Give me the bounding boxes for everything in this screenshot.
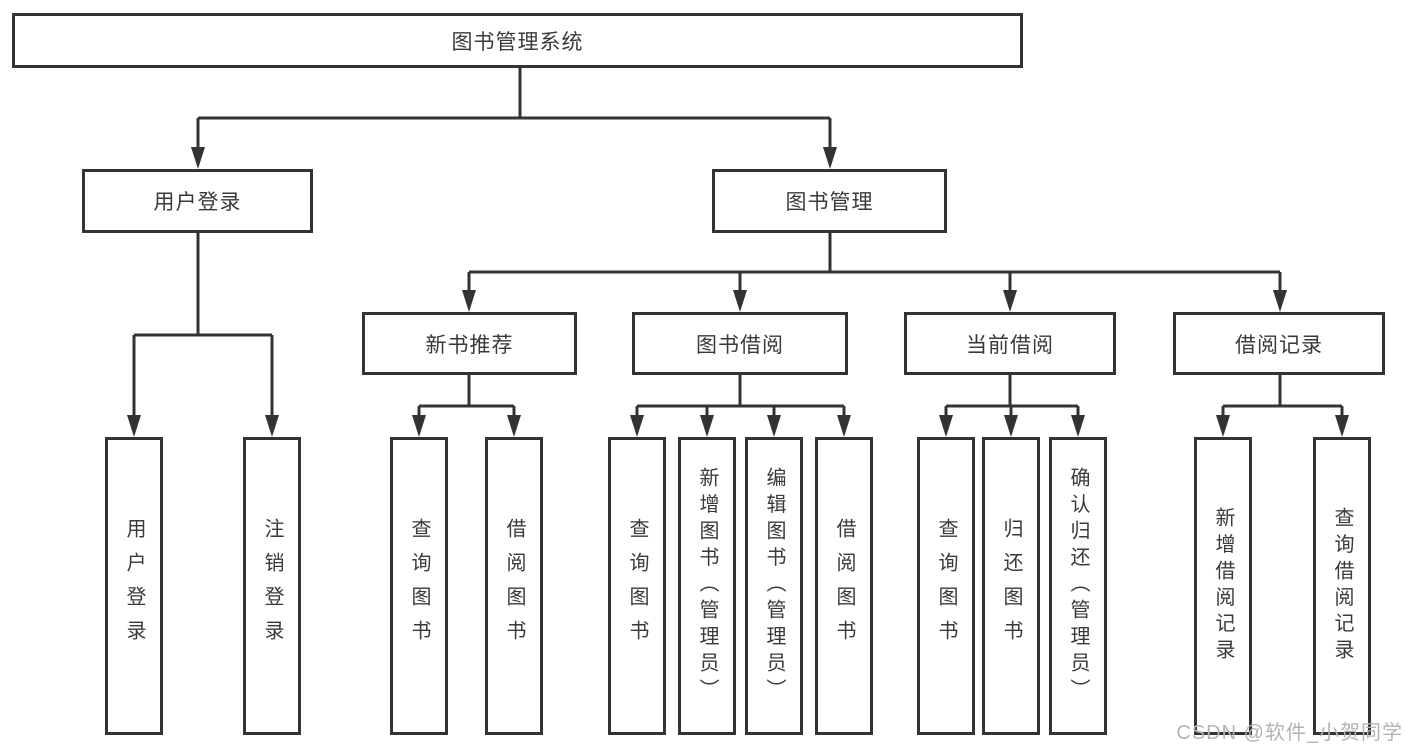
node-label: 借阅记录 bbox=[1235, 333, 1323, 357]
leaf-label: 借阅图书 bbox=[833, 518, 855, 654]
leaf-edit-books-admin: 编辑图书（管理员） bbox=[745, 437, 803, 735]
node-book-management-branch: 图书管理 bbox=[712, 169, 947, 233]
leaf-label: 查询图书 bbox=[626, 518, 648, 654]
connector-borrow-records-to-leaves bbox=[1216, 375, 1349, 437]
leaf-label: 新增图书（管理员） bbox=[696, 467, 718, 705]
node-user-login-branch: 用户登录 bbox=[82, 169, 313, 233]
node-current-borrow: 当前借阅 bbox=[904, 312, 1116, 375]
node-label: 用户登录 bbox=[153, 191, 242, 214]
node-root-book-management-system: 图书管理系统 bbox=[12, 13, 1023, 68]
leaf-label: 查询图书 bbox=[935, 518, 957, 654]
leaf-label: 用户登录 bbox=[123, 518, 145, 654]
leaf-query-books-recommend: 查询图书 bbox=[390, 437, 448, 735]
leaf-label: 借阅图书 bbox=[503, 518, 525, 654]
csdn-watermark: CSDN @软件_小贺同学 bbox=[1176, 722, 1403, 744]
leaf-borrow-books-recommend: 借阅图书 bbox=[485, 437, 543, 735]
leaf-label: 查询图书 bbox=[408, 518, 430, 654]
connector-user-login-to-leaves bbox=[127, 233, 279, 437]
leaf-query-books-current: 查询图书 bbox=[917, 437, 975, 735]
leaf-label: 新增借阅记录 bbox=[1212, 506, 1234, 666]
leaf-label: 编辑图书（管理员） bbox=[763, 467, 785, 705]
connector-new-book-recommend-to-leaves bbox=[412, 375, 521, 437]
leaf-label: 注销登录 bbox=[261, 518, 283, 654]
leaf-label: 归还图书 bbox=[1000, 518, 1022, 654]
leaf-borrow-books: 借阅图书 bbox=[815, 437, 873, 735]
connector-book-management-to-level3 bbox=[462, 233, 1287, 312]
node-new-book-recommend: 新书推荐 bbox=[362, 312, 577, 375]
connector-root-to-level2 bbox=[191, 68, 837, 169]
leaf-add-books-admin: 新增图书（管理员） bbox=[678, 437, 736, 735]
node-label: 图书管理 bbox=[785, 191, 874, 214]
leaf-query-books-borrow: 查询图书 bbox=[608, 437, 666, 735]
leaf-user-login: 用户登录 bbox=[105, 437, 163, 735]
node-label: 图书借阅 bbox=[696, 333, 784, 357]
leaf-add-borrow-record: 新增借阅记录 bbox=[1194, 437, 1252, 735]
node-borrow-records: 借阅记录 bbox=[1173, 312, 1385, 375]
leaf-confirm-return-admin: 确认归还（管理员） bbox=[1049, 437, 1107, 735]
node-label: 当前借阅 bbox=[966, 333, 1054, 357]
leaf-label: 查询借阅记录 bbox=[1331, 506, 1353, 666]
leaf-label: 确认归还（管理员） bbox=[1067, 467, 1089, 705]
connector-book-borrow-to-leaves bbox=[630, 375, 851, 437]
node-label: 图书管理系统 bbox=[451, 30, 584, 54]
leaf-logout: 注销登录 bbox=[243, 437, 301, 735]
leaf-return-books: 归还图书 bbox=[982, 437, 1040, 735]
leaf-query-borrow-record: 查询借阅记录 bbox=[1313, 437, 1371, 735]
node-book-borrow: 图书借阅 bbox=[632, 312, 848, 375]
connector-current-borrow-to-leaves bbox=[939, 375, 1085, 437]
node-label: 新书推荐 bbox=[425, 333, 514, 357]
